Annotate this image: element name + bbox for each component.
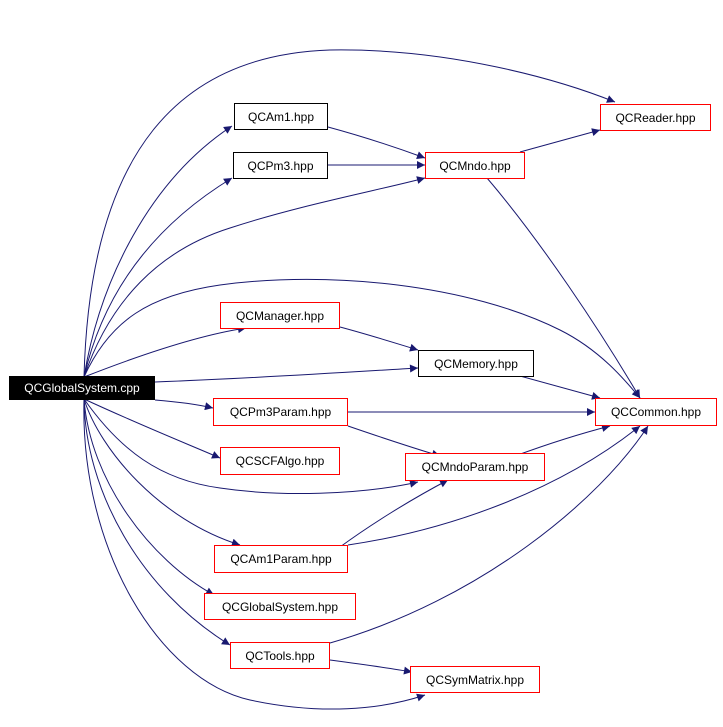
edge-tools-common [329,425,649,644]
node-qcscfalgo-hpp[interactable]: QCSCFAlgo.hpp [220,447,340,475]
node-qcpm3-hpp[interactable]: QCPm3.hpp [233,152,328,179]
edge-root-globalsystem [83,398,215,596]
node-qcam1-hpp[interactable]: QCAm1.hpp [234,103,328,130]
edge-am1param-common [347,425,641,546]
edge-root-memory [154,364,419,383]
edge-root-am1 [83,125,233,378]
node-qcam1param-hpp[interactable]: QCAm1Param.hpp [214,545,348,573]
node-qccommon-hpp[interactable]: QCCommon.hpp [595,398,717,426]
edge-root-pm3param [154,399,214,411]
node-qcmemory-hpp[interactable]: QCMemory.hpp [418,350,534,377]
edge-root-mndoparam [83,398,419,495]
edge-root-tools [83,398,231,646]
node-qcglobalsystem-hpp[interactable]: QCGlobalSystem.hpp [204,593,356,620]
edge-mndo-reader [519,128,601,153]
edge-root-mndo [83,176,426,378]
node-qcmndoparam-hpp[interactable]: QCMndoParam.hpp [405,453,545,481]
edge-manager-memory [339,326,419,352]
node-qcpm3param-hpp[interactable]: QCPm3Param.hpp [213,398,348,426]
edge-root-symmatrix [83,398,426,710]
node-qcmanager-hpp[interactable]: QCManager.hpp [220,302,340,329]
node-qctools-hpp[interactable]: QCTools.hpp [230,642,330,669]
node-qcmndo-hpp[interactable]: QCMndo.hpp [425,152,525,179]
edge-memory-common [519,375,601,400]
node-qcglobalsystem-cpp: QCGlobalSystem.cpp [9,376,155,400]
edge-root-reader [83,49,616,378]
edge-root-scfalgo [83,398,221,459]
edge-mndoparam-common [514,424,611,457]
edge-root-manager [83,325,247,378]
edge-pm3param-mndoparam [347,425,441,458]
node-qcreader-hpp[interactable]: QCReader.hpp [600,104,711,131]
node-qcsymmatrix-hpp[interactable]: QCSymMatrix.hpp [410,666,540,693]
edge-root-common [83,278,641,399]
edge-root-pm3 [83,177,233,378]
edge-tools-symmatrix [329,659,413,675]
edge-am1-mndo [327,126,426,160]
edge-root-am1param [83,398,241,547]
edge-am1param-mndoparam [339,479,449,548]
edge-mndo-common [486,177,641,399]
